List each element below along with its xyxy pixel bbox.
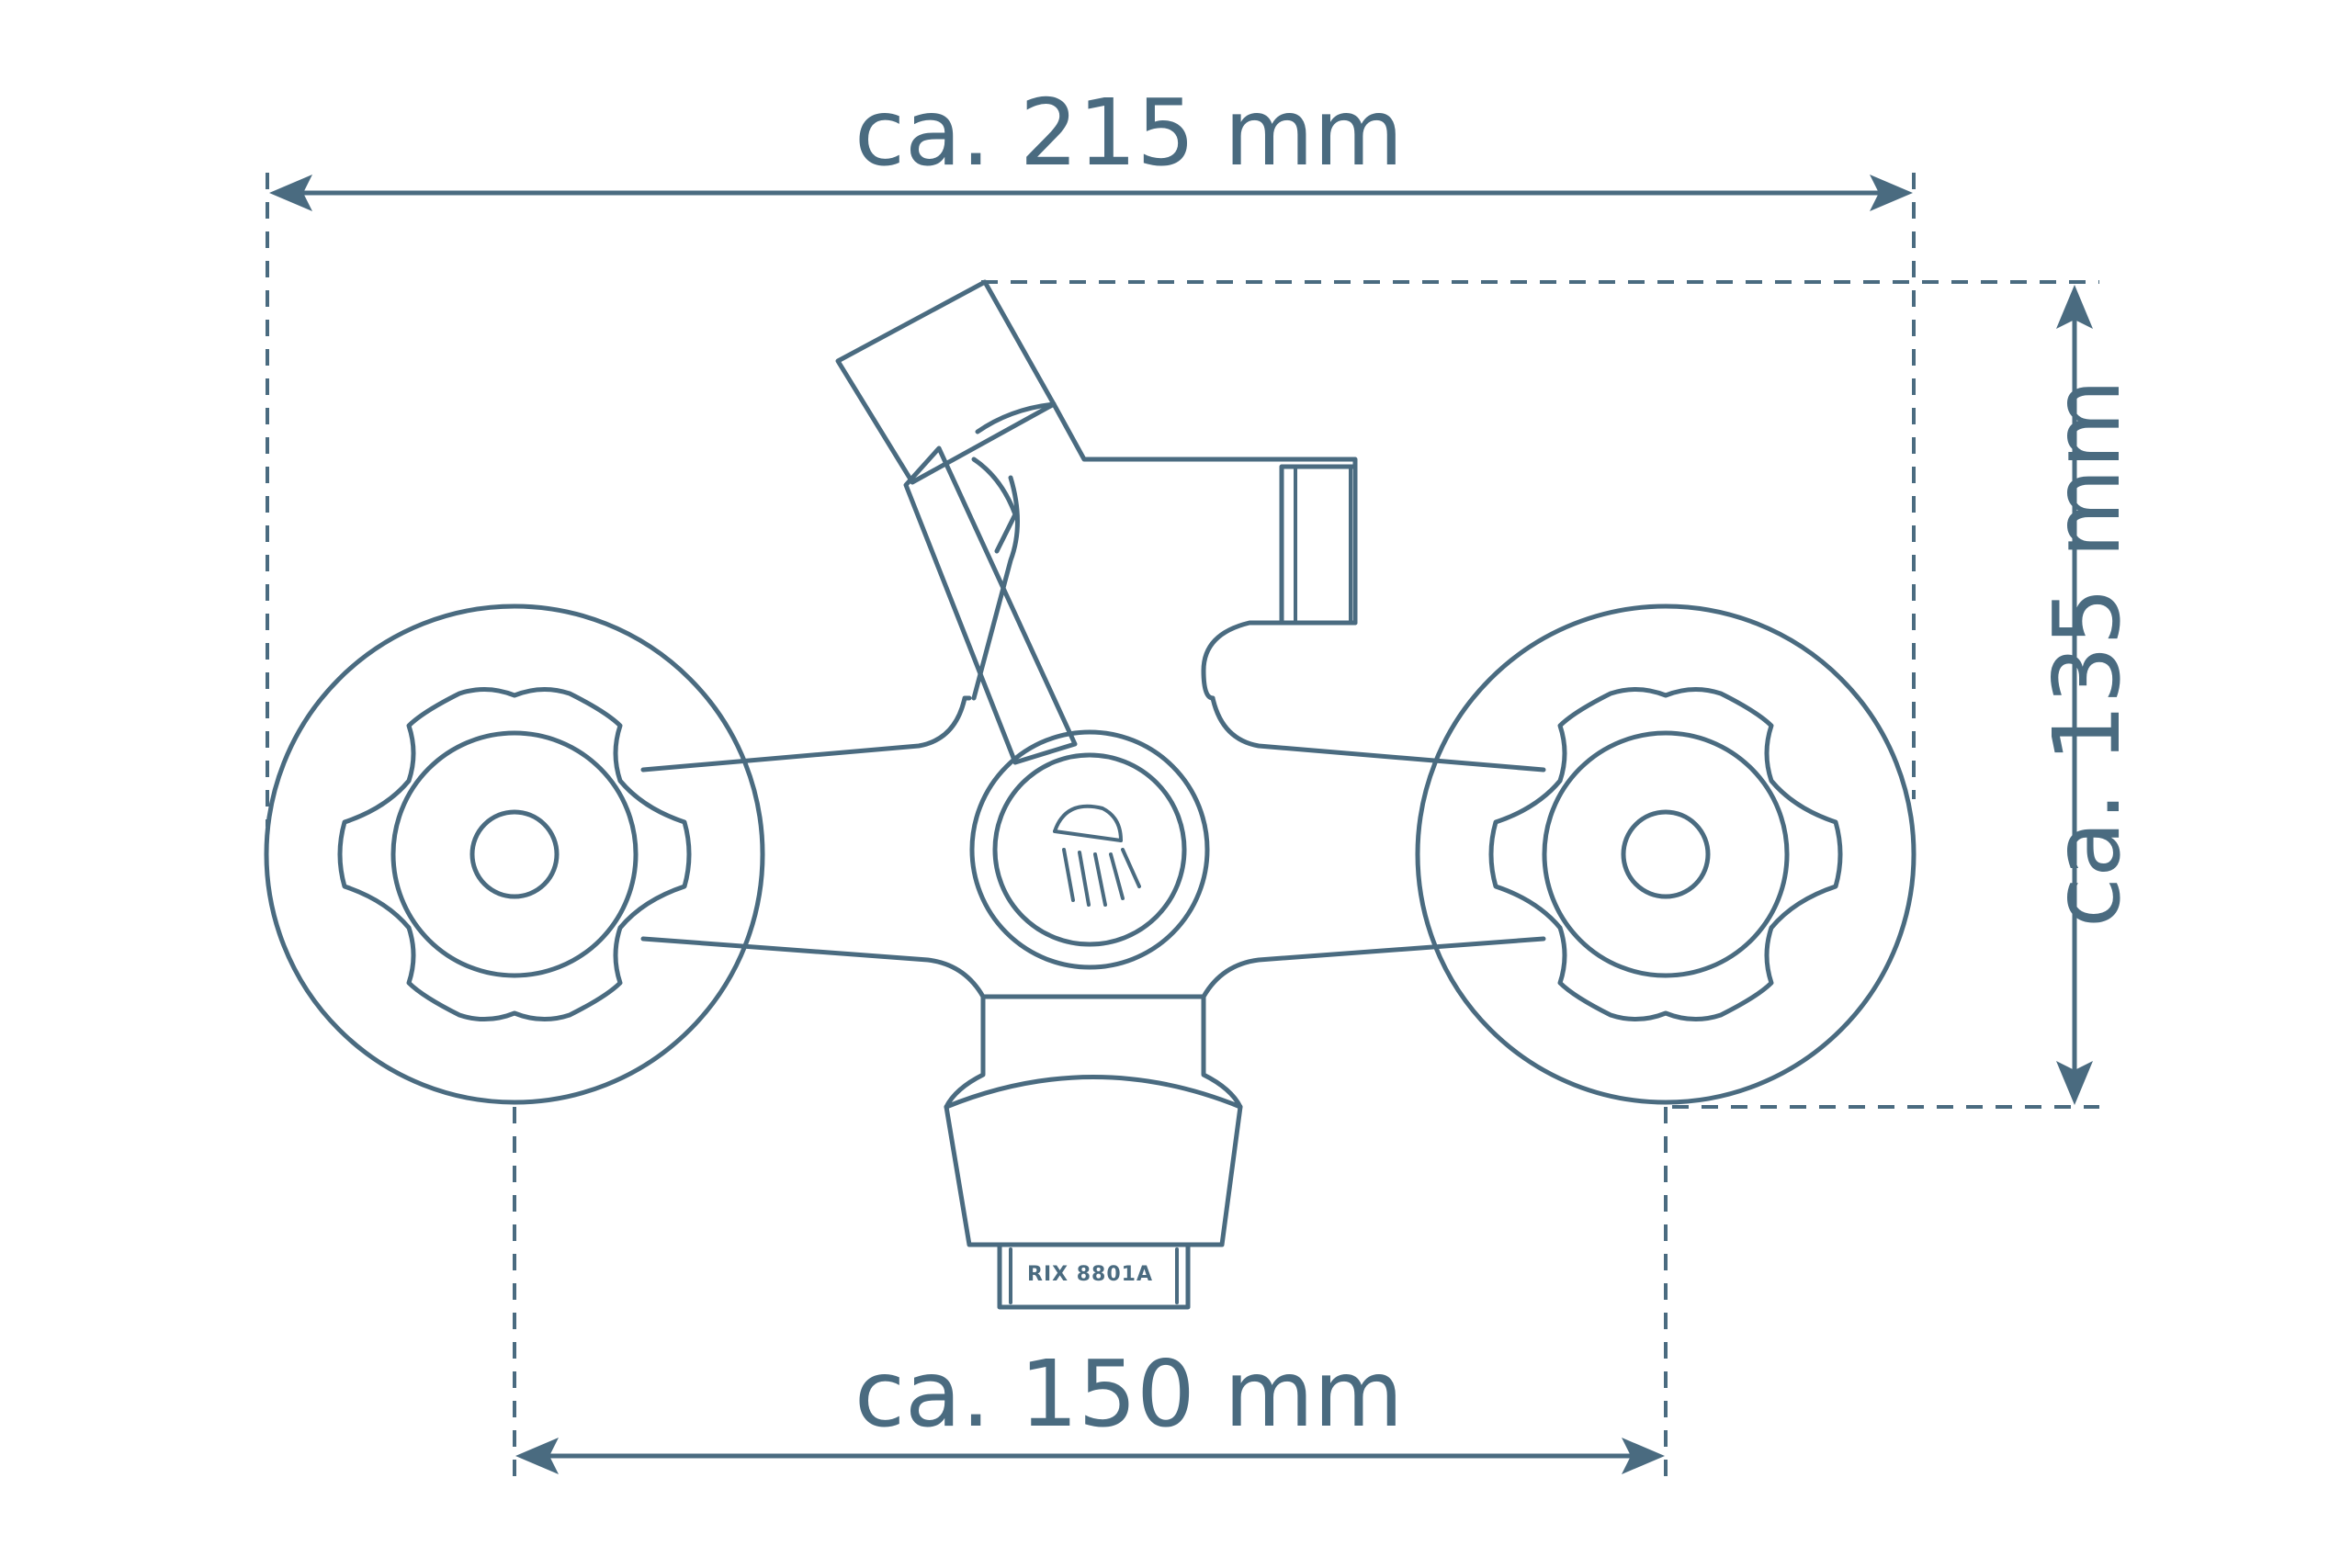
left-handle-cap (390, 730, 639, 978)
arrow-left-center (515, 1438, 559, 1474)
height-label: ca. 135 mm (2033, 378, 2141, 928)
right-wall-flange (1415, 604, 1917, 1105)
arrow-left (269, 175, 312, 211)
right-handle-screw (1621, 809, 1711, 899)
dimension-height (981, 280, 2099, 1109)
aerator-brand-text: RIX 8801A (1027, 1263, 1154, 1286)
right-handle-cap (1542, 730, 1790, 978)
arrow-right (1870, 175, 1913, 211)
diverter-lever (903, 446, 1078, 765)
overall-width-label: ca. 215 mm (854, 79, 1404, 186)
aerator (997, 1242, 1191, 1310)
center-distance-label: ca. 150 mm (854, 1340, 1404, 1448)
mixer-body (640, 695, 1546, 999)
dimension-center-distance (513, 1107, 1668, 1479)
bath-spout (944, 994, 1243, 1310)
dimension-overall-width (266, 173, 1916, 827)
arrow-down (2056, 1061, 2093, 1105)
shower-outlet (835, 279, 1358, 701)
arrow-right-center (1622, 1438, 1665, 1474)
right-handle (1488, 687, 1843, 1021)
left-handle-screw (469, 809, 560, 899)
arrow-up (2056, 285, 2093, 329)
left-handle (337, 687, 692, 1021)
diverter-knob (992, 752, 1187, 947)
diverter-housing (969, 729, 1210, 970)
outlet-thread (1279, 464, 1358, 626)
faucet (264, 279, 1917, 1310)
shower-head-icon (1053, 804, 1141, 907)
left-wall-flange (264, 604, 765, 1105)
